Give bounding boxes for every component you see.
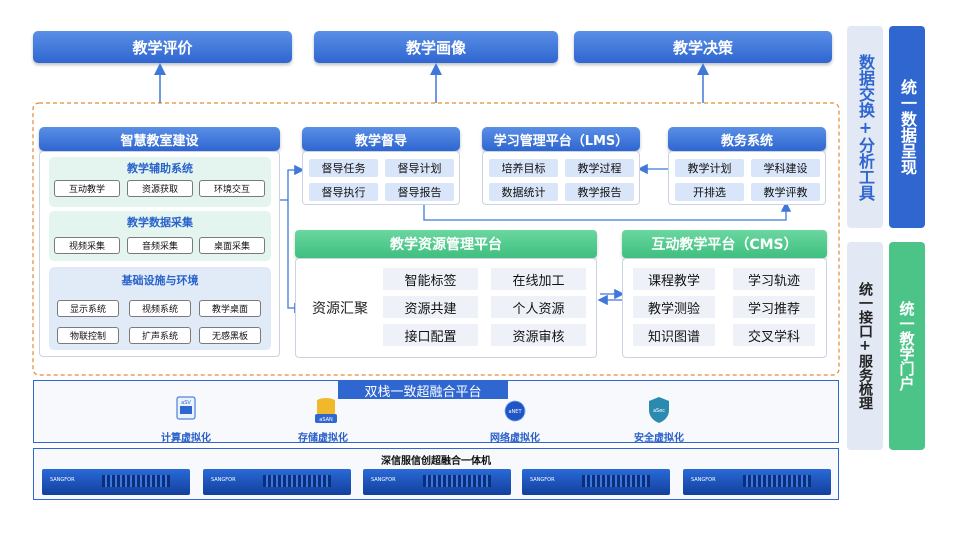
supervision-header: 教学督导: [302, 127, 460, 151]
collection-item: 音频采集: [127, 237, 193, 254]
compute-virt-label: 计算虚拟化: [161, 433, 211, 444]
portrait-header: 教学画像: [314, 31, 558, 63]
academic-header: 教务系统: [668, 127, 826, 151]
cms-item: 知识图谱: [633, 324, 715, 346]
app-layer-frame: [32, 102, 840, 376]
hci-platform-title: 双栈一致超融合平台: [338, 381, 508, 400]
storage-virt-icon: aSAN: [313, 396, 339, 424]
academic-item: 教学评教: [751, 183, 820, 201]
assist-item: 互动教学: [54, 180, 120, 197]
cms-item: 学习轨迹: [733, 268, 815, 290]
academic-item: 开排选: [675, 183, 744, 201]
security-virt-icon: aSec: [647, 396, 671, 424]
infrastructure-title: 基础设施与环境: [121, 274, 199, 287]
infra-item: 无感黑板: [199, 327, 261, 344]
resource-item: 智能标签: [383, 268, 478, 290]
resource-platform-header: 教学资源管理平台: [295, 230, 597, 258]
assist-system-title: 教学辅助系统: [127, 162, 193, 175]
assist-item: 环境交互: [199, 180, 265, 197]
cms-item: 交叉学科: [733, 324, 815, 346]
arrow-classroom-supervision: [280, 164, 305, 201]
interface-bar: 统一接口+服务梳理: [847, 242, 883, 450]
appliance-title: 深信服信创超融合一体机: [381, 456, 491, 467]
server-unit: SANGFOR: [203, 469, 351, 495]
supervision-item: 督导任务: [309, 159, 378, 177]
lms-item: 数据统计: [489, 183, 558, 201]
server-unit: SANGFOR: [522, 469, 670, 495]
infra-item: 物联控制: [57, 327, 119, 344]
svg-text:aSec: aSec: [653, 408, 665, 414]
network-virt-icon: aNET: [503, 399, 527, 423]
infra-item: 教学桌面: [199, 300, 261, 317]
lms-item: 培养目标: [489, 159, 558, 177]
server-unit: SANGFOR: [42, 469, 190, 495]
resource-item: 接口配置: [383, 324, 478, 346]
compute-virt-icon: aSV: [176, 396, 198, 422]
resource-item: 个人资源: [491, 296, 586, 318]
lms-item: 教学报告: [565, 183, 634, 201]
infra-item: 显示系统: [57, 300, 119, 317]
server-unit: SANGFOR: [363, 469, 511, 495]
collection-item: 视频采集: [54, 237, 120, 254]
network-virt-label: 网络虚拟化: [490, 433, 540, 444]
svg-text:aSAN: aSAN: [319, 417, 333, 423]
data-present-bar: 统一数据呈现: [889, 26, 925, 228]
portal-bar: 统一教学门户: [889, 242, 925, 450]
security-virt-label: 安全虚拟化: [634, 433, 684, 444]
resource-item: 资源审核: [491, 324, 586, 346]
cms-item: 课程教学: [633, 268, 715, 290]
evaluation-header: 教学评价: [33, 31, 292, 63]
academic-item: 学科建设: [751, 159, 820, 177]
supervision-item: 督导报告: [385, 183, 454, 201]
academic-item: 教学计划: [675, 159, 744, 177]
collection-item: 桌面采集: [199, 237, 265, 254]
data-exchange-bar: 数据交换+分析工具: [847, 26, 883, 228]
lms-item: 教学过程: [565, 159, 634, 177]
supervision-item: 督导执行: [309, 183, 378, 201]
svg-text:aSV: aSV: [181, 400, 191, 406]
cms-item: 学习推荐: [733, 296, 815, 318]
data-collection-title: 教学数据采集: [127, 216, 193, 229]
server-unit: SANGFOR: [683, 469, 831, 495]
cms-header: 互动教学平台（CMS）: [622, 230, 827, 258]
resource-aggregate-label: 资源汇聚: [312, 301, 368, 317]
decision-header: 教学决策: [574, 31, 832, 63]
resource-item: 资源共建: [383, 296, 478, 318]
infra-item: 视频系统: [129, 300, 191, 317]
smart-classroom-header: 智慧教室建设: [39, 127, 280, 151]
arrow-report-evaluation: [423, 201, 792, 221]
resource-item: 在线加工: [491, 268, 586, 290]
storage-virt-label: 存储虚拟化: [298, 433, 348, 444]
cms-item: 教学测验: [633, 296, 715, 318]
svg-text:aNET: aNET: [508, 409, 522, 415]
supervision-item: 督导计划: [385, 159, 454, 177]
infra-item: 扩声系统: [129, 327, 191, 344]
lms-header: 学习管理平台（LMS）: [482, 127, 640, 151]
assist-item: 资源获取: [127, 180, 193, 197]
